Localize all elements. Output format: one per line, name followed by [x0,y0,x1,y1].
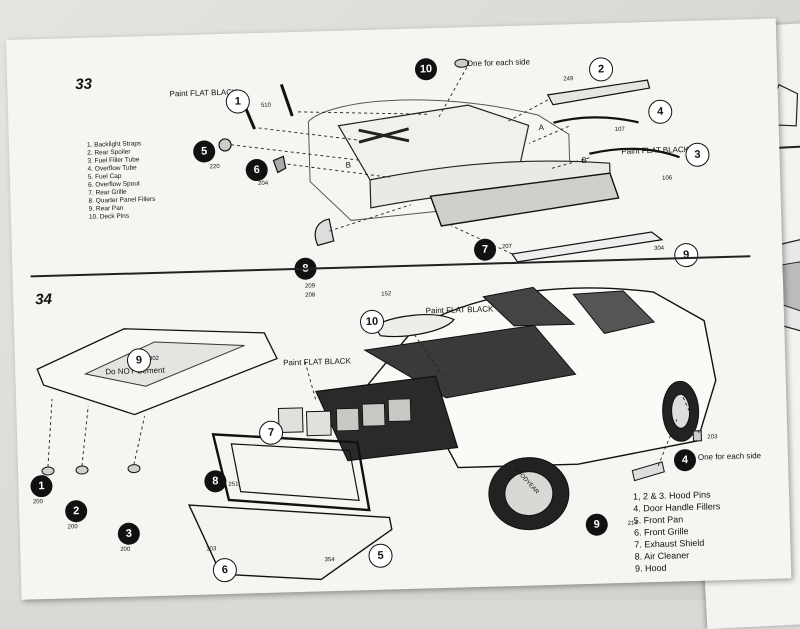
legend-item: 9. Hood [634,562,667,574]
step-34-part-251: 251 [228,481,239,488]
step-34-part-354: 354 [324,557,335,564]
step-33-diagram [218,58,680,263]
step-34-part-203: 203 [707,434,718,441]
step-34-part-200-a: 200 [32,499,44,506]
instruction-page: 33 [6,18,792,600]
step-34-part-200-c: 200 [120,546,131,554]
step-34-one-each-note: One for each side [697,451,762,462]
step-34-part-200-b: 200 [67,524,78,531]
step-34-part-303: 303 [206,546,217,553]
step-34-paint-label-grille: Paint FLAT BLACK [282,356,351,368]
step-34-part-152: 152 [381,291,392,298]
step-34-legend: 1, 2 & 3. Hood Pins 4. Door Handle Fille… [633,488,722,574]
step-34-paint-label-hood: Paint FLAT BLACK [425,304,494,316]
